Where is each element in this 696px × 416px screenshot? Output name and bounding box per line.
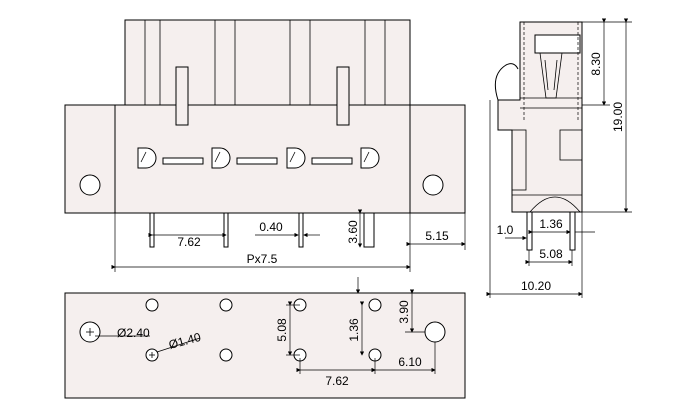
large-hole-right bbox=[424, 321, 446, 343]
pcb-outline bbox=[64, 292, 466, 399]
side-top-label: 8.30 bbox=[589, 52, 603, 76]
plug-housing bbox=[124, 19, 411, 106]
latch-hook bbox=[494, 63, 519, 101]
large-hole-label: Ø2.40 bbox=[117, 326, 150, 340]
pin-pitch-label: 5.08 bbox=[539, 247, 563, 261]
side-height-label: 19.00 bbox=[611, 102, 625, 132]
edge-offset-label: 3.90 bbox=[397, 300, 411, 324]
front-total-label: Px7.5 bbox=[247, 252, 278, 266]
front-pin-width-label: 0.40 bbox=[259, 220, 283, 234]
pins bbox=[149, 212, 375, 248]
row-offset-label: 1.36 bbox=[347, 318, 361, 342]
latch-tab-1 bbox=[175, 66, 189, 126]
front-pitch-label: 7.62 bbox=[177, 235, 201, 249]
front-offset-label: 5.15 bbox=[425, 229, 449, 243]
front-pin-height-label: 3.60 bbox=[346, 220, 360, 244]
mount-hole-left bbox=[79, 174, 101, 196]
side-view: 8.30 19.00 1.0 1.36 5.08 10.20 bbox=[486, 18, 632, 298]
contact-windows bbox=[137, 147, 380, 169]
side-depth-label: 10.20 bbox=[521, 279, 551, 293]
pcb-layout: Ø2.40 Ø1.40 5.08 1.36 3.90 7.62 6.10 bbox=[64, 277, 466, 399]
mount-hole-right bbox=[422, 174, 444, 196]
pcb-pitch-label: 7.62 bbox=[325, 374, 349, 388]
row-spacing-label: 5.08 bbox=[275, 318, 289, 342]
front-view: 7.62 0.40 3.60 5.15 Px7.5 bbox=[64, 19, 466, 272]
latch-tab-2 bbox=[336, 66, 350, 126]
pin-thick-label: 1.0 bbox=[497, 223, 514, 237]
pin-gap-label: 1.36 bbox=[539, 217, 563, 231]
edge-label: 6.10 bbox=[398, 355, 422, 369]
